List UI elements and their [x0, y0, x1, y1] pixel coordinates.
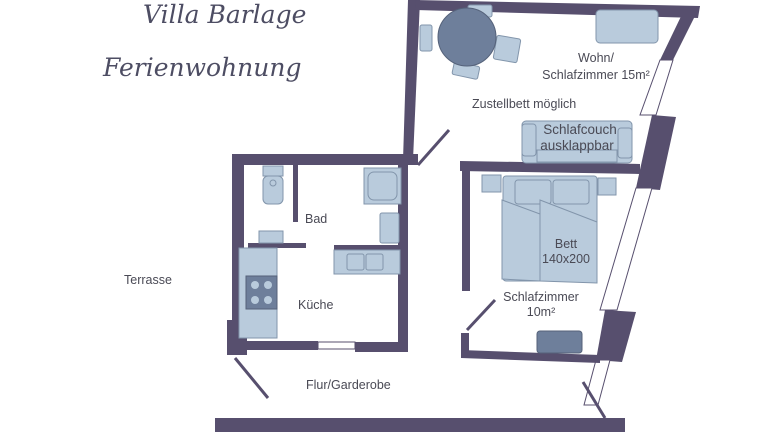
- kitchen-fixtures: [238, 247, 401, 339]
- title-ferienwohnung: Ferienwohnung: [102, 53, 301, 82]
- door-bedroom: [465, 298, 497, 332]
- dining-table: [419, 4, 522, 80]
- label-kueche: Küche: [298, 298, 333, 312]
- label-wohn-size: Schlafzimmer 15m²: [542, 68, 650, 82]
- table-icon: [437, 7, 497, 67]
- title-villa: Villa Barlage: [143, 0, 306, 29]
- sofa: [521, 120, 633, 164]
- label-bett-size: 140x200: [542, 252, 590, 266]
- bathroom-fixtures: [258, 165, 402, 244]
- door-balcony: [581, 381, 607, 419]
- label-terrasse: Terrasse: [124, 273, 172, 287]
- label-zustellbett: Zustellbett möglich: [472, 97, 576, 111]
- label-wohn: Wohn/: [578, 51, 614, 65]
- bed: [481, 174, 617, 284]
- label-schlafzimmer-size: 10m²: [527, 305, 555, 319]
- stove-icon: [245, 275, 278, 310]
- label-bad: Bad: [305, 212, 327, 226]
- label-schlafzimmer: Schlafzimmer: [503, 290, 579, 304]
- dresser: [536, 330, 583, 354]
- label-flur: Flur/Garderobe: [306, 378, 391, 392]
- door-entrance: [233, 357, 270, 399]
- label-couch-2: ausklappbar: [540, 138, 614, 153]
- walls: [215, 0, 700, 432]
- armchair: [595, 9, 659, 44]
- label-bett: Bett: [555, 237, 578, 251]
- label-couch: Schlafcouch: [543, 122, 617, 137]
- sink-icon: [346, 253, 365, 271]
- door-living: [416, 129, 451, 166]
